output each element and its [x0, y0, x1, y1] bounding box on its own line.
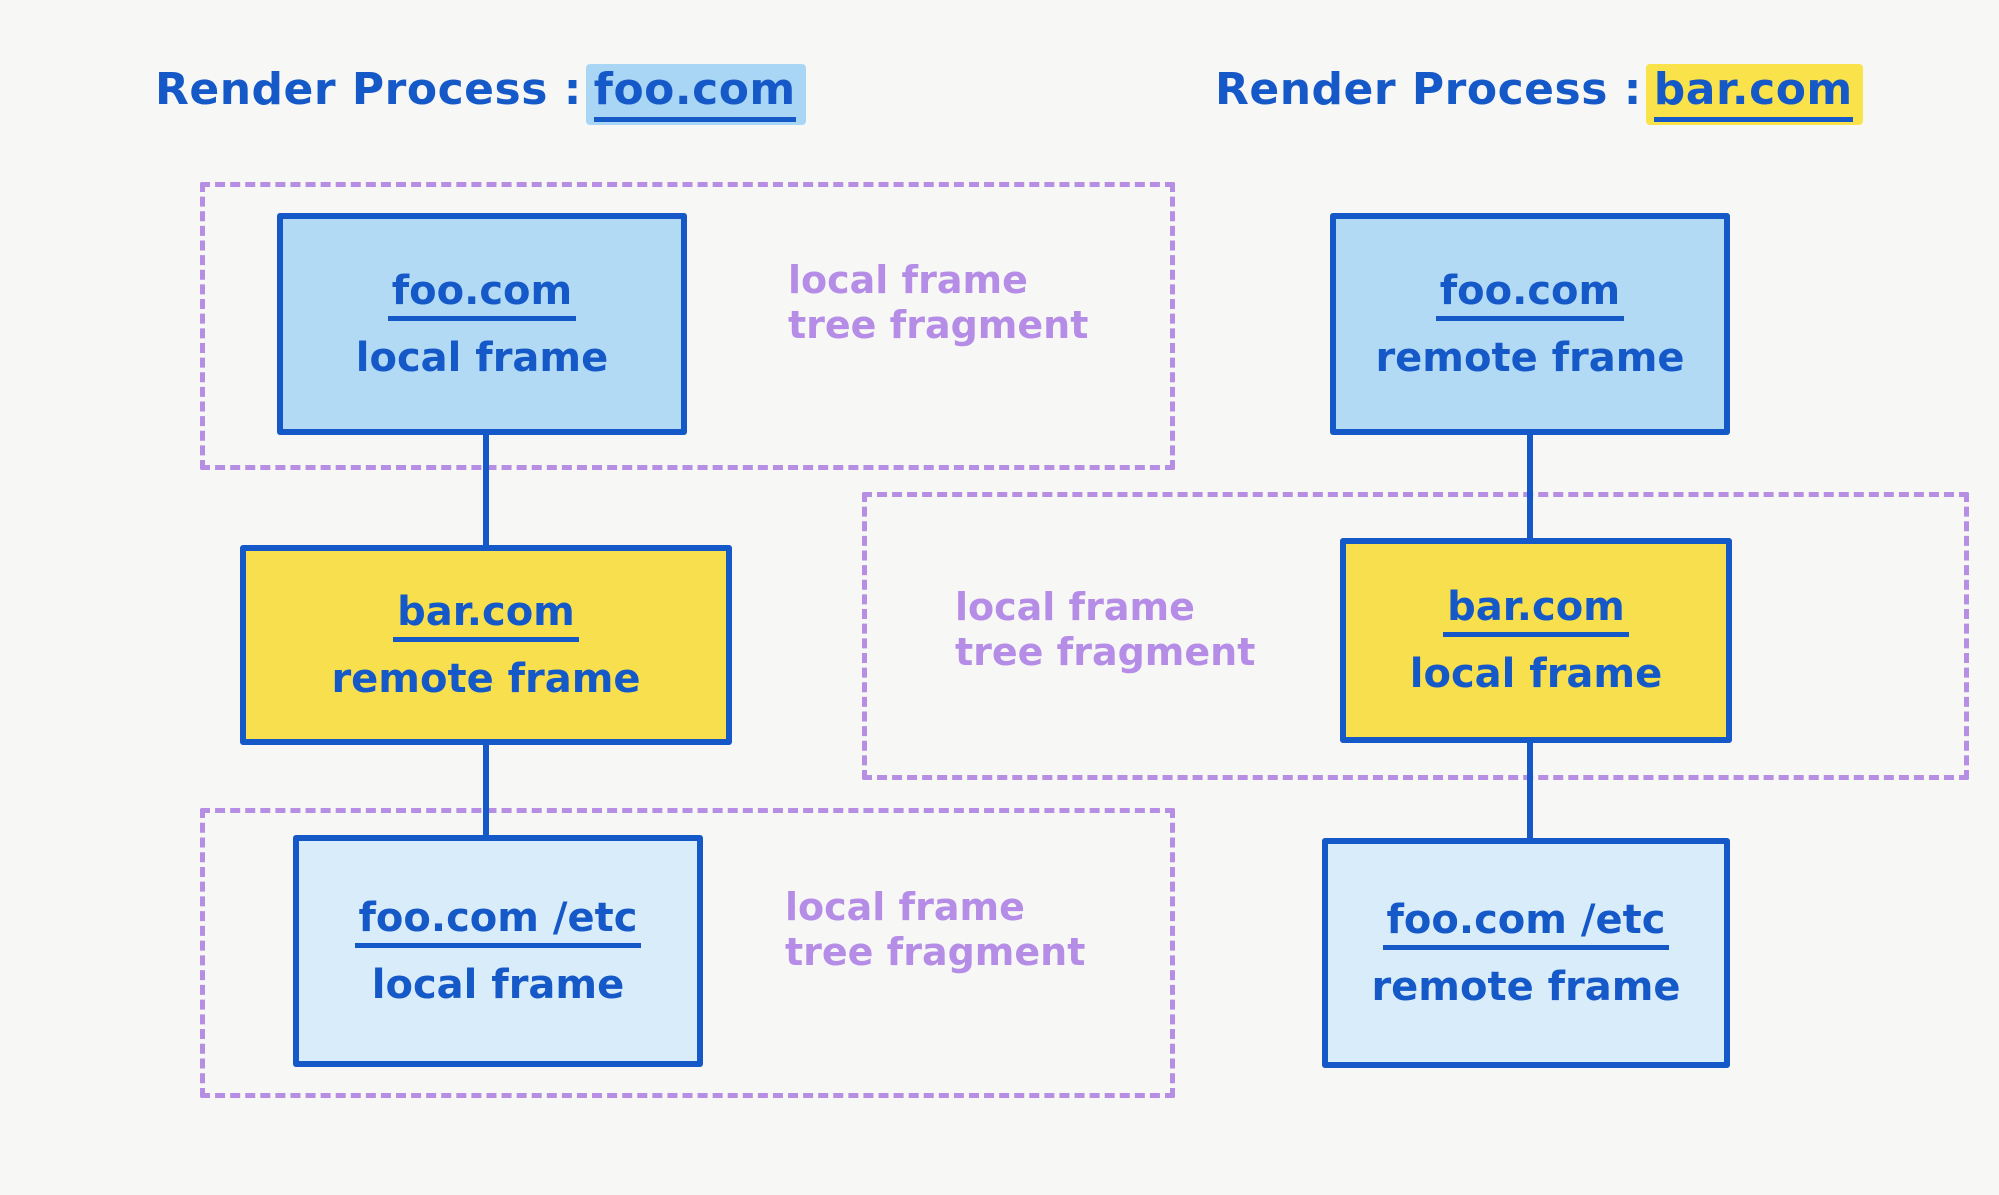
title-prefix-right: Render Process :: [1215, 64, 1642, 115]
connector-right-top-to-middle: [1527, 432, 1533, 550]
frame-kind: local frame: [355, 334, 609, 381]
frame-box-right-bar-local[interactable]: bar.com local frame: [1340, 538, 1732, 743]
title-origin-right: bar.com: [1653, 64, 1853, 122]
frame-origin: foo.com: [1435, 270, 1625, 321]
fragment-label-middle: local frame tree fragment: [955, 585, 1256, 674]
frame-kind: local frame: [1409, 651, 1663, 697]
fragment-label-top-left: local frame tree fragment: [788, 258, 1089, 347]
connector-right-middle-to-bottom: [1527, 740, 1533, 860]
frame-origin: bar.com: [1443, 586, 1629, 637]
title-prefix-left: Render Process :: [155, 64, 582, 115]
connector-left-top-to-middle: [483, 432, 489, 550]
frame-box-left-foo-local[interactable]: foo.com local frame: [277, 213, 687, 435]
local-frame-tree-fragment-top-left: [200, 182, 1175, 470]
frame-box-right-foo-remote[interactable]: foo.com remote frame: [1330, 213, 1730, 435]
frame-origin: foo.com /etc: [354, 897, 642, 948]
frame-box-left-bar-remote[interactable]: bar.com remote frame: [240, 545, 732, 745]
frame-kind: remote frame: [331, 655, 641, 702]
frame-box-left-fooetc-local[interactable]: foo.com /etc local frame: [293, 835, 703, 1067]
title-origin-highlight-right: bar.com: [1645, 62, 1863, 125]
local-frame-tree-fragment-middle: [862, 492, 1969, 780]
frame-origin: foo.com /etc: [1382, 899, 1670, 950]
local-frame-tree-fragment-bottom-left: [200, 808, 1175, 1098]
frame-kind: remote frame: [1375, 334, 1685, 381]
title-origin-left: foo.com: [593, 64, 796, 122]
frame-kind: local frame: [371, 961, 625, 1008]
render-process-title-right: Render Process :bar.com: [1215, 62, 1863, 125]
frame-box-right-fooetc-remote[interactable]: foo.com /etc remote frame: [1322, 838, 1730, 1068]
connector-left-middle-to-bottom: [483, 740, 489, 860]
fragment-label-bottom-left: local frame tree fragment: [785, 885, 1086, 974]
frame-origin: bar.com: [393, 591, 579, 642]
render-process-title-left: Render Process :foo.com: [155, 62, 806, 125]
frame-kind: remote frame: [1371, 963, 1681, 1010]
title-origin-highlight-left: foo.com: [585, 62, 806, 125]
frame-origin: foo.com: [387, 270, 577, 321]
